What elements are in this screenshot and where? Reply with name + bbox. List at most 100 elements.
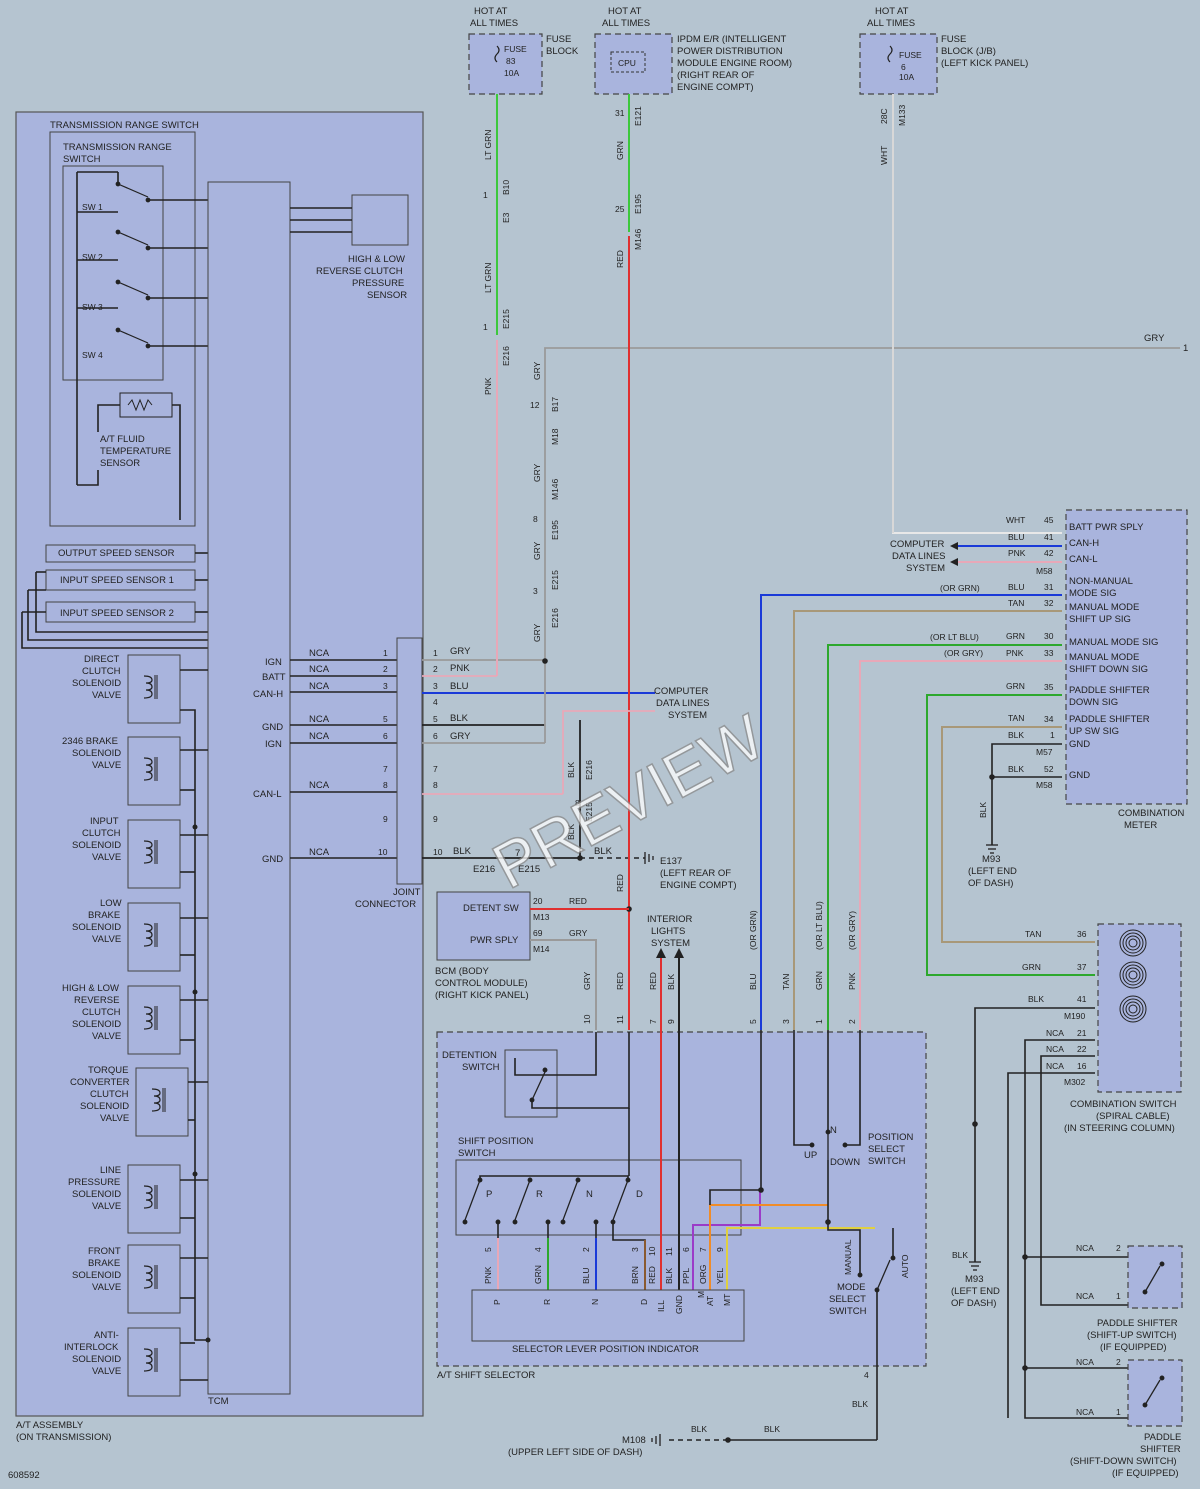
sol8-label-0: FRONT — [88, 1246, 121, 1257]
shift-position-switch-box — [455, 1159, 742, 1236]
cdl-label-1: DATA LINES — [892, 551, 946, 562]
sol-hlrc-box — [127, 985, 181, 1055]
conn-e195-b: E195 — [550, 520, 560, 540]
fuse-block-label: FUSE — [546, 34, 571, 45]
svg-text:MANUAL MODE SIG: MANUAL MODE SIG — [1069, 637, 1158, 648]
wl-or-gry: (OR GRY) — [944, 648, 983, 658]
nca-22: NCA — [1046, 1044, 1064, 1054]
svg-text:1: 1 — [814, 1019, 824, 1024]
tcm-pin-canl: CAN-L — [253, 789, 282, 800]
fuse-6-rating: 10A — [899, 72, 914, 82]
svg-text:11: 11 — [664, 1247, 674, 1256]
ground-m108-icon — [651, 1434, 661, 1446]
nca-21: NCA — [1046, 1028, 1064, 1038]
sol9-label-3: VALVE — [92, 1366, 121, 1377]
conn-m13: M13 — [533, 912, 550, 922]
sw2-label: SW 2 — [82, 252, 103, 262]
sol3-label-0: INPUT — [90, 816, 119, 827]
sol4-label-1: BRAKE — [88, 910, 120, 921]
pin-1-paddle-up: 1 — [1116, 1291, 1121, 1301]
ipdm-box — [594, 33, 673, 95]
conn-m58-b: M58 — [1036, 780, 1053, 790]
conn-e195: E195 — [633, 194, 643, 214]
svg-text:YEL: YEL — [715, 1268, 725, 1284]
ipdm-group: HOT AT ALL TIMES CPU IPDM E/R (INTELLIGE… — [594, 6, 792, 95]
sol4-label-0: LOW — [100, 898, 122, 909]
sol4-label-3: VALVE — [92, 934, 121, 945]
conn-e216-d: E216 — [584, 760, 594, 780]
combination-meter-box — [1065, 509, 1188, 805]
svg-text:1: 1 — [433, 648, 438, 658]
wl-gry-3: GRY — [532, 541, 542, 560]
pin-69-bcm: 69 — [533, 928, 543, 938]
svg-text:3: 3 — [630, 1247, 640, 1252]
blu-to-selector-wire — [709, 1030, 762, 1205]
bcm-detent-sw-label: DETENT SW — [463, 903, 519, 914]
svg-text:TAN: TAN — [781, 974, 791, 990]
bcm-label-2: (RIGHT KICK PANEL) — [435, 990, 529, 1001]
wl-blk-41: BLK — [1028, 994, 1044, 1004]
m93b-label-2: OF DASH) — [951, 1298, 996, 1309]
ipdm-label-3: (RIGHT REAR OF — [677, 70, 755, 81]
svg-text:CAN-L: CAN-L — [1069, 554, 1098, 565]
jb-label-1: BLOCK (J/B) — [941, 46, 996, 57]
nca-paddle-down-1: NCA — [1076, 1407, 1094, 1417]
svg-text:(OR GRN): (OR GRN) — [748, 910, 758, 950]
wl-blk-m108-c: BLK — [691, 1424, 707, 1434]
svg-text:R: R — [542, 1299, 552, 1305]
wire-blk-41 — [974, 1007, 1095, 1262]
junction-paddle-up — [1022, 1254, 1028, 1260]
wl-lt-grn-2: LT GRN — [483, 263, 493, 293]
fuse-83-group: HOT AT ALL TIMES FUSE 83 10A FUSE BLOCK — [468, 6, 579, 95]
wl-blk-cdl: BLK — [566, 762, 576, 778]
pin-31-e121: 31 — [615, 108, 625, 118]
wire-blu-nonmanual — [760, 594, 1062, 1030]
svg-text:D: D — [636, 1189, 643, 1200]
trs-outer-label: TRANSMISSION RANGE SWITCH — [50, 120, 199, 131]
solenoid-valves: DIRECT CLUTCH SOLENOID VALVE 2346 BRAKE … — [62, 654, 189, 1397]
ground-m93-icon — [986, 844, 998, 854]
comb-switch-label-0: COMBINATION SWITCH — [1070, 1099, 1177, 1110]
wl-blk-e137: BLK — [594, 846, 613, 857]
svg-text:GND: GND — [674, 1295, 684, 1314]
paddle-down-label-0: PADDLE — [1144, 1432, 1181, 1443]
paddle-up-label-2: (IF EQUIPPED) — [1100, 1342, 1167, 1353]
wire-grn-manual — [827, 644, 1062, 1030]
interior-label-2: SYSTEM — [651, 938, 690, 949]
fuse-6-group: HOT AT ALL TIMES FUSE 6 10A FUSE BLOCK (… — [859, 6, 1028, 95]
fluid-temp-label-0: A/T FLUID — [100, 434, 145, 445]
svg-text:MT: MT — [722, 1294, 732, 1306]
pin-28c: 28C — [879, 108, 889, 124]
sol9-label-1: INTERLOCK — [64, 1342, 119, 1353]
junction-gry — [542, 658, 548, 664]
svg-text:BLU: BLU — [581, 1267, 591, 1284]
sol8-label-1: BRAKE — [88, 1258, 120, 1269]
sol3-label-3: VALVE — [92, 852, 121, 863]
fuse-83-box — [468, 33, 543, 95]
conn-m302: M302 — [1064, 1077, 1086, 1087]
wl-blu-cm: BLU — [1008, 532, 1025, 542]
svg-text:6: 6 — [433, 731, 438, 741]
range-switch-contacts — [115, 181, 151, 349]
at-assembly-label-1: (ON TRANSMISSION) — [16, 1432, 111, 1443]
comb-switch-label-1: (SPIRAL CABLE) — [1096, 1111, 1170, 1122]
ipdm-label-0: IPDM E/R (INTELLIGENT — [677, 34, 786, 45]
cdl-label-0: COMPUTER — [890, 539, 945, 550]
wire-gry-main — [544, 347, 1180, 660]
svg-text:DOWN SIG: DOWN SIG — [1069, 697, 1118, 708]
paddle-down-label-1: SHIFTER — [1140, 1444, 1181, 1455]
wl-pnk-j2: PNK — [450, 663, 470, 674]
svg-text:GRN: GRN — [533, 1265, 543, 1284]
combination-meter-pin-labels: BATT PWR SPLY CAN-H CAN-L NON-MANUAL MOD… — [1069, 522, 1158, 781]
hlrc-label-3: SENSOR — [367, 290, 407, 301]
hot-label-3: HOT AT — [875, 6, 909, 17]
wl-wht-cm: WHT — [1006, 515, 1025, 525]
fuse-6-box — [859, 33, 938, 95]
bcm-box — [436, 891, 531, 961]
wl-pnk-cm: PNK — [1008, 548, 1026, 558]
wire-ppl — [692, 1190, 761, 1290]
svg-text:7: 7 — [698, 1247, 708, 1252]
svg-text:BLK: BLK — [666, 974, 676, 990]
detention-wire-b — [531, 1032, 630, 1109]
